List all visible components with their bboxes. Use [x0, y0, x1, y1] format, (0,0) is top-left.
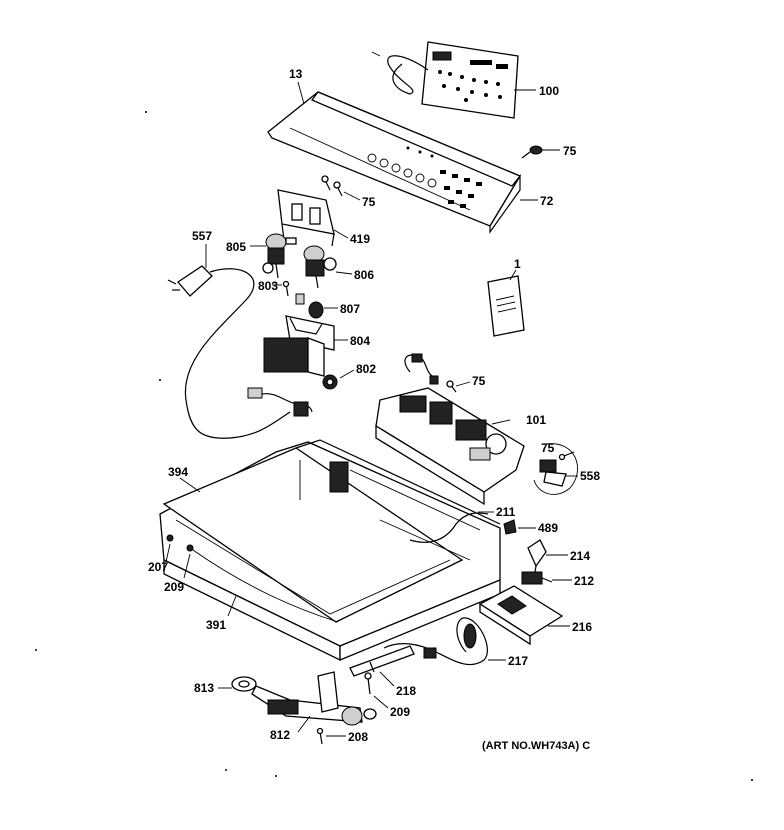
- art-number: (ART NO.WH743A) C: [482, 740, 591, 752]
- power-cord-557: [167, 265, 291, 439]
- label-75-switch: 75: [541, 441, 555, 455]
- leader-812: [297, 715, 311, 733]
- label-813: 813: [194, 681, 215, 695]
- control-panel-13-72: [267, 91, 522, 234]
- leader-806: [335, 271, 353, 275]
- leader-13: [297, 81, 305, 105]
- label-216: 216: [572, 620, 593, 634]
- label-394: 394: [168, 465, 189, 479]
- label-75-mid: 75: [472, 374, 486, 388]
- screw-803: [282, 280, 290, 297]
- leader-75c: [455, 381, 471, 387]
- label-803: 803: [258, 279, 279, 293]
- screw-208: [316, 727, 324, 745]
- label-802: 802: [356, 362, 377, 376]
- water-valve-805: [262, 233, 297, 279]
- label-209-cabinet: 209: [164, 580, 185, 594]
- leader-391: [227, 595, 237, 617]
- label-212: 212: [574, 574, 595, 588]
- wire-harness-217: [383, 617, 488, 666]
- leader-75b: [343, 191, 361, 201]
- label-101: 101: [526, 413, 547, 427]
- label-419: 419: [350, 232, 371, 246]
- label-209-lower: 209: [390, 705, 411, 719]
- water-tube-218: [349, 645, 415, 677]
- lid-lock-212: [521, 571, 553, 585]
- cabinet-top-391-394: [159, 439, 501, 662]
- cabinet-rivets: [166, 534, 194, 552]
- fitting-802: [322, 374, 338, 390]
- label-806: 806: [354, 268, 375, 282]
- label-75-pair: 75: [362, 195, 376, 209]
- label-805: 805: [226, 240, 247, 254]
- leader-209a: [183, 553, 191, 579]
- leader-419: [333, 229, 349, 239]
- label-804: 804: [350, 334, 371, 348]
- label-489: 489: [538, 521, 559, 535]
- label-72: 72: [540, 194, 554, 208]
- label-217: 217: [508, 654, 529, 668]
- label-75-top: 75: [563, 144, 577, 158]
- label-13: 13: [289, 67, 303, 81]
- inlet-hose-812-813: [231, 671, 377, 726]
- screw-209-lower: [364, 672, 372, 695]
- water-valve-806: [303, 245, 337, 289]
- screws-75-pair: [321, 175, 343, 197]
- label-214: 214: [570, 549, 591, 563]
- control-assembly-101: [375, 353, 525, 506]
- screw-75-mid: [446, 380, 457, 393]
- label-558: 558: [580, 469, 601, 483]
- lid-switch-558: [533, 443, 578, 495]
- owners-manual-1: [487, 275, 525, 337]
- label-812: 812: [270, 728, 291, 742]
- scan-specks: [35, 111, 753, 781]
- leader-218: [379, 671, 395, 687]
- label-807: 807: [340, 302, 361, 316]
- leader-101: [491, 419, 511, 425]
- label-208: 208: [348, 730, 369, 744]
- label-557: 557: [192, 229, 213, 243]
- lock-housing-216: [478, 585, 564, 646]
- label-218: 218: [396, 684, 417, 698]
- label-100: 100: [539, 84, 560, 98]
- dispenser-bracket-804: [263, 315, 335, 377]
- leader-802: [339, 369, 355, 379]
- nozzle-807: [295, 293, 324, 319]
- leader-394: [179, 477, 201, 493]
- screw-75-top: [521, 145, 543, 159]
- leader-1: [509, 269, 517, 281]
- label-391: 391: [206, 618, 227, 632]
- wire-harness-connector: [247, 387, 313, 417]
- clip-489: [503, 519, 517, 535]
- label-211: 211: [496, 505, 516, 519]
- label-1: 1: [514, 257, 521, 271]
- label-207: 207: [148, 560, 169, 574]
- control-board-100: [371, 41, 519, 119]
- leader-207: [165, 543, 171, 563]
- leader-209b: [373, 695, 389, 709]
